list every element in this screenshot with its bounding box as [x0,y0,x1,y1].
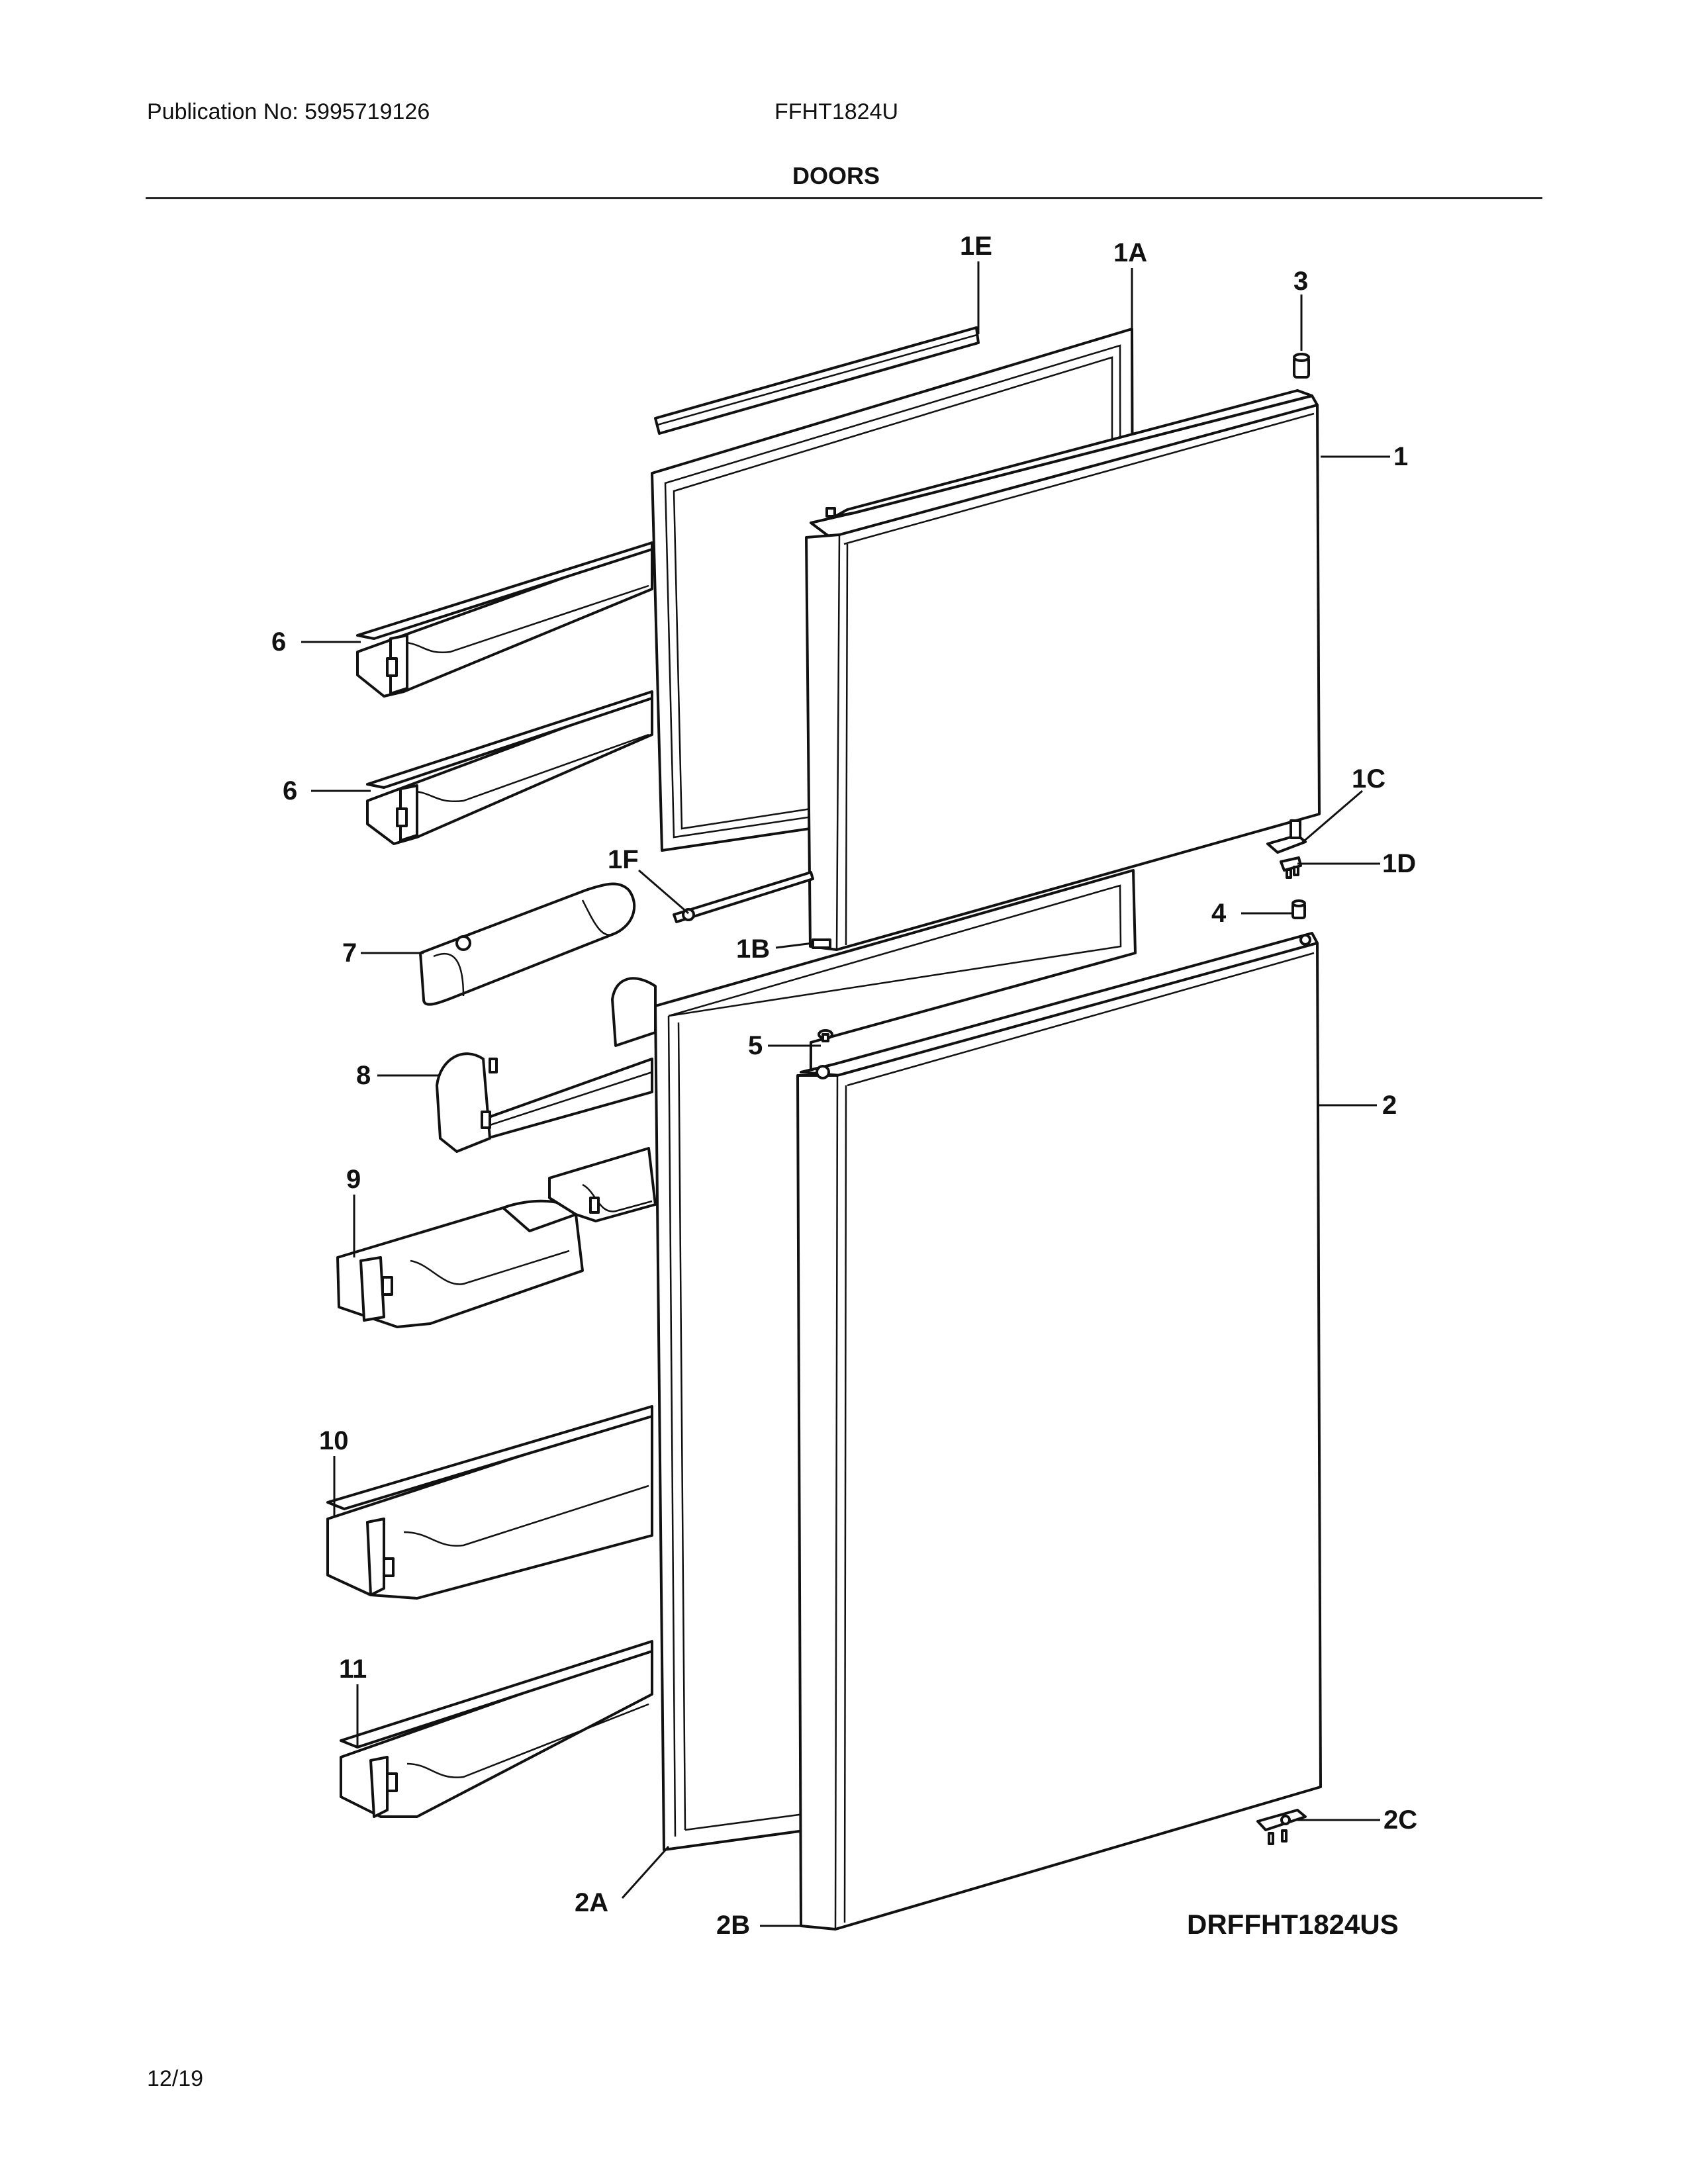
callout-4: 4 [1211,899,1227,928]
callout-2b: 2B [716,1911,750,1940]
part-9-bin [336,1147,657,1328]
part-1-freezer-door [805,389,1321,951]
part-3-plug [1293,353,1310,379]
part-1b-bracket [812,938,831,949]
part-6-bin-upper [356,541,653,698]
part-5-plug [818,1029,833,1042]
callout-8: 8 [356,1061,371,1090]
section-title: DOORS [792,162,880,189]
callout-2: 2 [1382,1091,1397,1120]
part-10-bin [326,1405,653,1600]
callout-6-upper: 6 [271,627,286,657]
part-2a-fridge-gasket [654,869,1137,1851]
callout-1f: 1F [608,845,639,874]
part-2-fridge-door [796,932,1322,1931]
callout-5: 5 [748,1031,763,1060]
callout-3: 3 [1293,267,1308,296]
callout-1a: 1A [1113,238,1147,267]
callout-6-lower: 6 [283,776,297,805]
part-1c-1d-hinge [1266,819,1307,879]
part-7-dairy-door [419,882,636,1006]
part-2c-hinge [1256,1809,1307,1845]
footer-date: 12/19 [147,2066,204,2091]
model-number: FFHT1824U [774,99,899,124]
callout-2a: 2A [575,1888,608,1917]
diagram-code: DRFFHT1824US [1187,1909,1399,1940]
callout-2c: 2C [1383,1805,1417,1835]
part-1e-strip [654,326,980,435]
publication-number: Publication No: 5995719126 [147,99,430,124]
callout-11: 11 [339,1655,367,1684]
leader-lines [301,261,1390,1927]
callout-7: 7 [342,938,357,968]
callout-1b: 1B [736,934,770,964]
part-6-bin-lower [366,690,653,845]
callout-1e: 1E [960,232,992,261]
callout-10: 10 [319,1426,349,1455]
part-1f-bar [673,871,814,923]
part-8-bin [436,977,657,1153]
callout-labels: 1E 1A 3 1 6 6 1C 1D 1F 7 1B 4 5 8 2 9 10… [271,232,1417,1940]
callout-1d: 1D [1382,849,1416,878]
callout-1c: 1C [1352,764,1385,794]
part-11-bin [340,1640,653,1818]
header-rule [146,197,1542,199]
callout-1: 1 [1393,442,1408,471]
part-4-pin [1291,899,1306,919]
callout-9: 9 [346,1165,361,1194]
